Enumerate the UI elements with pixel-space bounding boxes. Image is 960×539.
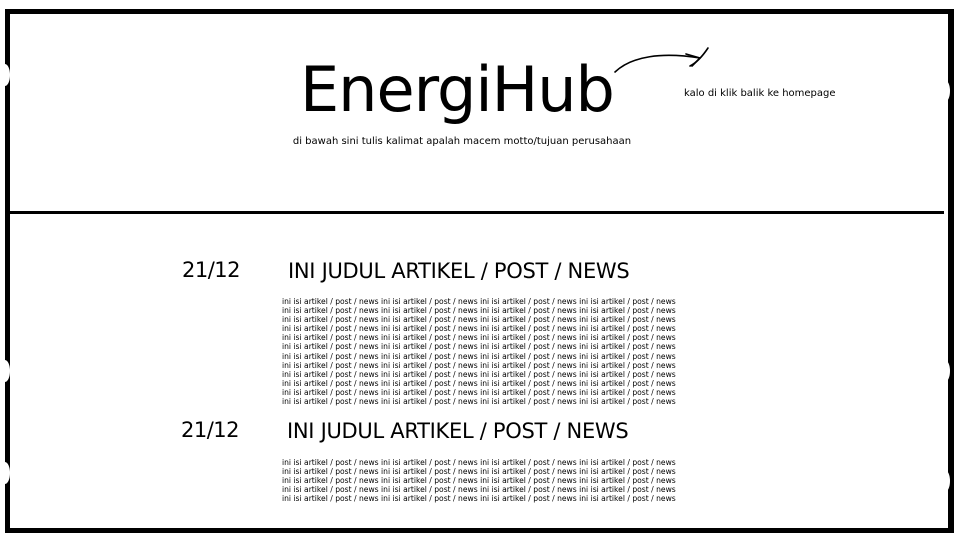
frame-notch	[940, 80, 950, 102]
article-title[interactable]: INI JUDUL ARTIKEL / POST / NEWS	[287, 419, 629, 443]
article-body-line: ini isi artikel / post / news ini isi ar…	[282, 387, 676, 397]
article-body-line: ini isi artikel / post / news ini isi ar…	[282, 324, 676, 334]
frame-notch	[0, 360, 10, 382]
article-body-line: ini isi artikel / post / news ini isi ar…	[282, 351, 676, 361]
company-motto: di bawah sini tulis kalimat apalah macem…	[292, 136, 632, 147]
frame-notch	[940, 360, 950, 382]
frame-notch	[940, 470, 950, 492]
site-logo[interactable]: EnergiHub	[300, 53, 615, 126]
article-body-line: ini isi artikel / post / news ini isi ar…	[282, 476, 676, 486]
frame-notch	[0, 64, 10, 86]
article-body-line: ini isi artikel / post / news ini isi ar…	[282, 315, 676, 325]
logo-annotation-note: kalo di klik balik ke homepage	[684, 88, 836, 99]
article-body-line: ini isi artikel / post / news ini isi ar…	[282, 378, 676, 388]
article-body-line: ini isi artikel / post / news ini isi ar…	[282, 397, 676, 407]
article-body-line: ini isi artikel / post / news ini isi ar…	[282, 458, 676, 467]
page-frame	[5, 9, 954, 533]
article-body-line: ini isi artikel / post / news ini isi ar…	[282, 485, 676, 495]
article-body-line: ini isi artikel / post / news ini isi ar…	[282, 360, 676, 370]
article-body-line: ini isi artikel / post / news ini isi ar…	[282, 342, 676, 352]
article-date: 21/12	[181, 418, 240, 442]
article-body: ini isi artikel / post / news ini isi ar…	[282, 458, 676, 504]
annotation-arrow-icon	[614, 47, 709, 73]
article-body-line: ini isi artikel / post / news ini isi ar…	[282, 467, 676, 477]
frame-notch	[0, 462, 10, 484]
article-body: ini isi artikel / post / news ini isi ar…	[282, 297, 676, 407]
article-body-line: ini isi artikel / post / news ini isi ar…	[282, 494, 676, 504]
article-date: 21/12	[182, 258, 241, 282]
header-divider	[10, 211, 944, 214]
article-body-line: ini isi artikel / post / news ini isi ar…	[282, 306, 676, 316]
article-title[interactable]: INI JUDUL ARTIKEL / POST / NEWS	[288, 259, 630, 283]
article-body-line: ini isi artikel / post / news ini isi ar…	[282, 297, 676, 306]
article-body-line: ini isi artikel / post / news ini isi ar…	[282, 333, 676, 343]
article-body-line: ini isi artikel / post / news ini isi ar…	[282, 369, 676, 379]
